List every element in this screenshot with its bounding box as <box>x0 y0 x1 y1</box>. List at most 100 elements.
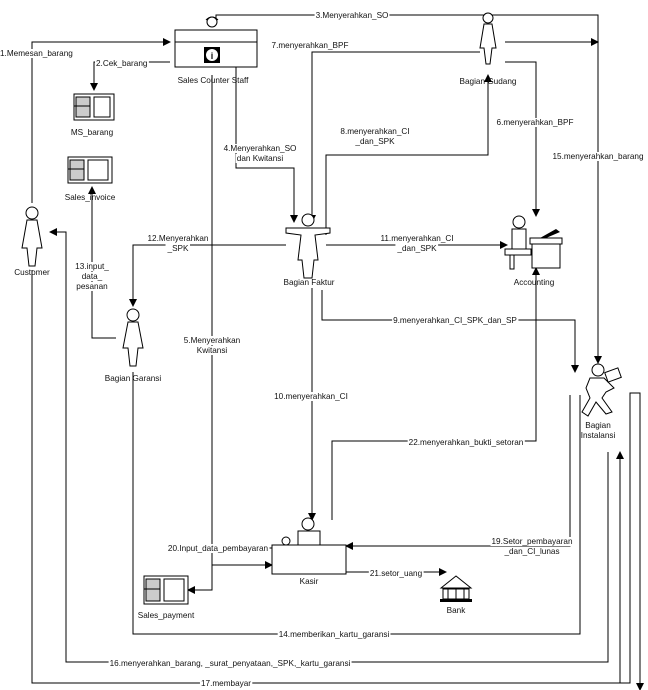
flow-line-22 <box>331 267 540 520</box>
label-backing <box>146 234 210 243</box>
label-backing <box>314 11 390 20</box>
bagian-gudang-actor: Bagian Gudang <box>460 12 517 86</box>
sales-invoice-store: Sales_invoice <box>65 156 116 202</box>
flow-label-8a: 8.menyerahkan_CI <box>340 127 409 136</box>
flow-line-12 <box>129 244 286 307</box>
label-backing <box>502 547 561 556</box>
sales-payment-store: Sales_payment <box>138 575 195 620</box>
flow-label-4a: 4.Menyerahkan_SO <box>224 144 297 153</box>
label-backing <box>235 154 285 163</box>
label-backing <box>108 659 352 668</box>
label-backing <box>379 234 455 243</box>
flow-line-8 <box>325 74 492 235</box>
label-backing <box>199 679 253 688</box>
label-backing <box>74 262 111 271</box>
phone-icon <box>281 536 291 546</box>
label-backing <box>166 544 270 553</box>
label-backing <box>495 118 575 127</box>
label-backing <box>195 346 229 355</box>
flow-label-13a: 13.input_ <box>75 262 109 271</box>
flow-label-17: 17.membayar <box>201 679 251 688</box>
svg-text:i: i <box>211 51 214 61</box>
bank-icon: Bank <box>439 575 473 615</box>
flow-label-20: 20.Input_data_pembayaran <box>168 544 269 553</box>
flow-label-5b: Kwitansi <box>197 346 228 355</box>
flow-label-5a: 5.Menyerahkan <box>184 336 241 345</box>
flow-line-14 <box>132 372 581 635</box>
label-backing <box>368 569 424 578</box>
bagian-faktur-actor: Bagian Faktur <box>284 213 335 287</box>
flow-lines <box>31 14 644 690</box>
label-backing <box>407 438 525 447</box>
sales-payment-label: Sales_payment <box>138 611 195 620</box>
flow-label-19b: _dan_CI_lunas <box>503 547 559 556</box>
flow-line-4 <box>235 65 298 223</box>
flow-label-1: 1.Memesan_barang <box>0 49 73 58</box>
customer-label: Customer <box>14 268 50 277</box>
label-backing <box>551 152 645 161</box>
label-backing <box>490 537 574 546</box>
sales-counter-label: Sales Counter Staff <box>178 76 250 85</box>
flow-label-19a: 19.Setor_pembayaran <box>491 537 572 546</box>
flow-line-20 <box>187 547 272 594</box>
label-backing <box>395 244 439 253</box>
flow-label-14: 14.memberikan_kartu_garansi <box>279 630 390 639</box>
ms-barang-store: MS_barang <box>71 93 115 137</box>
bagian-instalasi-actor: Bagian Instalansi <box>581 363 622 440</box>
label-backing <box>270 41 350 50</box>
flow-labels: 1.Memesan_barang 2.Cek_barang 3.Menyerah… <box>0 11 645 688</box>
accounting-label: Accounting <box>514 278 555 287</box>
label-backing <box>222 144 298 153</box>
flow-label-2: 2.Cek_barang <box>96 59 148 68</box>
flow-label-6: 6.menyerahkan_BPF <box>497 118 574 127</box>
flow-line-13 <box>88 186 116 339</box>
flow-label-10: 10.menyerahkan_CI <box>274 392 348 401</box>
label-backing <box>165 244 191 253</box>
info-icon <box>206 49 218 61</box>
flow-line-16 <box>49 228 609 663</box>
flow-line-3-instalasi <box>488 14 602 364</box>
flow-label-21: 21.setor_uang <box>370 569 423 578</box>
label-backing <box>182 336 242 345</box>
bagian-garansi-actor: Bagian Garansi <box>105 308 162 383</box>
flow-line-17 <box>31 270 644 690</box>
flow-label-3: 3.Menyerahkan_SO <box>316 11 389 20</box>
flow-label-8b: _dan_SPK <box>354 137 395 146</box>
flow-label-15: 15.menyerahkan_barang <box>552 152 643 161</box>
ms-barang-label: MS_barang <box>71 128 114 137</box>
label-backing <box>277 630 391 639</box>
flow-label-11a: 11.menyerahkan_CI <box>380 234 453 243</box>
flow-label-12b: _SPK <box>167 244 189 253</box>
flow-label-13b: data_ <box>82 272 103 281</box>
flow-label-12a: 12.Menyerahkan <box>148 234 209 243</box>
flow-line-7 <box>308 51 480 223</box>
flow-label-11b: _dan_SPK <box>396 244 437 253</box>
sales-invoice-label: Sales_invoice <box>65 193 116 202</box>
bagian-instalasi-label-2: Instalansi <box>581 431 616 440</box>
label-backing <box>392 316 519 325</box>
label-backing <box>0 49 75 58</box>
label-backing <box>339 127 411 136</box>
flow-label-9: 9.menyerahkan_CI_SPK_dan_SP <box>393 316 517 325</box>
label-backing <box>353 137 397 146</box>
kasir-actor: Kasir <box>271 517 347 586</box>
bagian-gudang-label: Bagian Gudang <box>460 77 517 86</box>
bagian-instalasi-label-1: Bagian <box>585 421 611 430</box>
flow-label-4b: dan Kwitansi <box>237 154 284 163</box>
flow-label-16: 16.menyerahkan_barang, _surat_penyataan,… <box>110 659 351 668</box>
bagian-garansi-label: Bagian Garansi <box>105 374 162 383</box>
customer-actor: Customer <box>14 206 50 277</box>
flow-label-13c: pesanan <box>76 282 108 291</box>
flow-label-22: 22.menyerahkan_bukti_setoran <box>409 438 524 447</box>
kasir-label: Kasir <box>300 577 319 586</box>
sales-counter-staff: i Sales Counter Staff <box>174 16 258 85</box>
label-backing <box>80 272 104 281</box>
label-backing <box>273 392 349 401</box>
bank-label: Bank <box>447 606 467 615</box>
accounting-actor: Accounting <box>504 215 563 287</box>
flow-line-9 <box>321 290 579 373</box>
flow-line-6 <box>505 61 540 217</box>
flow-label-7: 7.menyerahkan_BPF <box>272 41 349 50</box>
label-backing <box>75 282 110 291</box>
